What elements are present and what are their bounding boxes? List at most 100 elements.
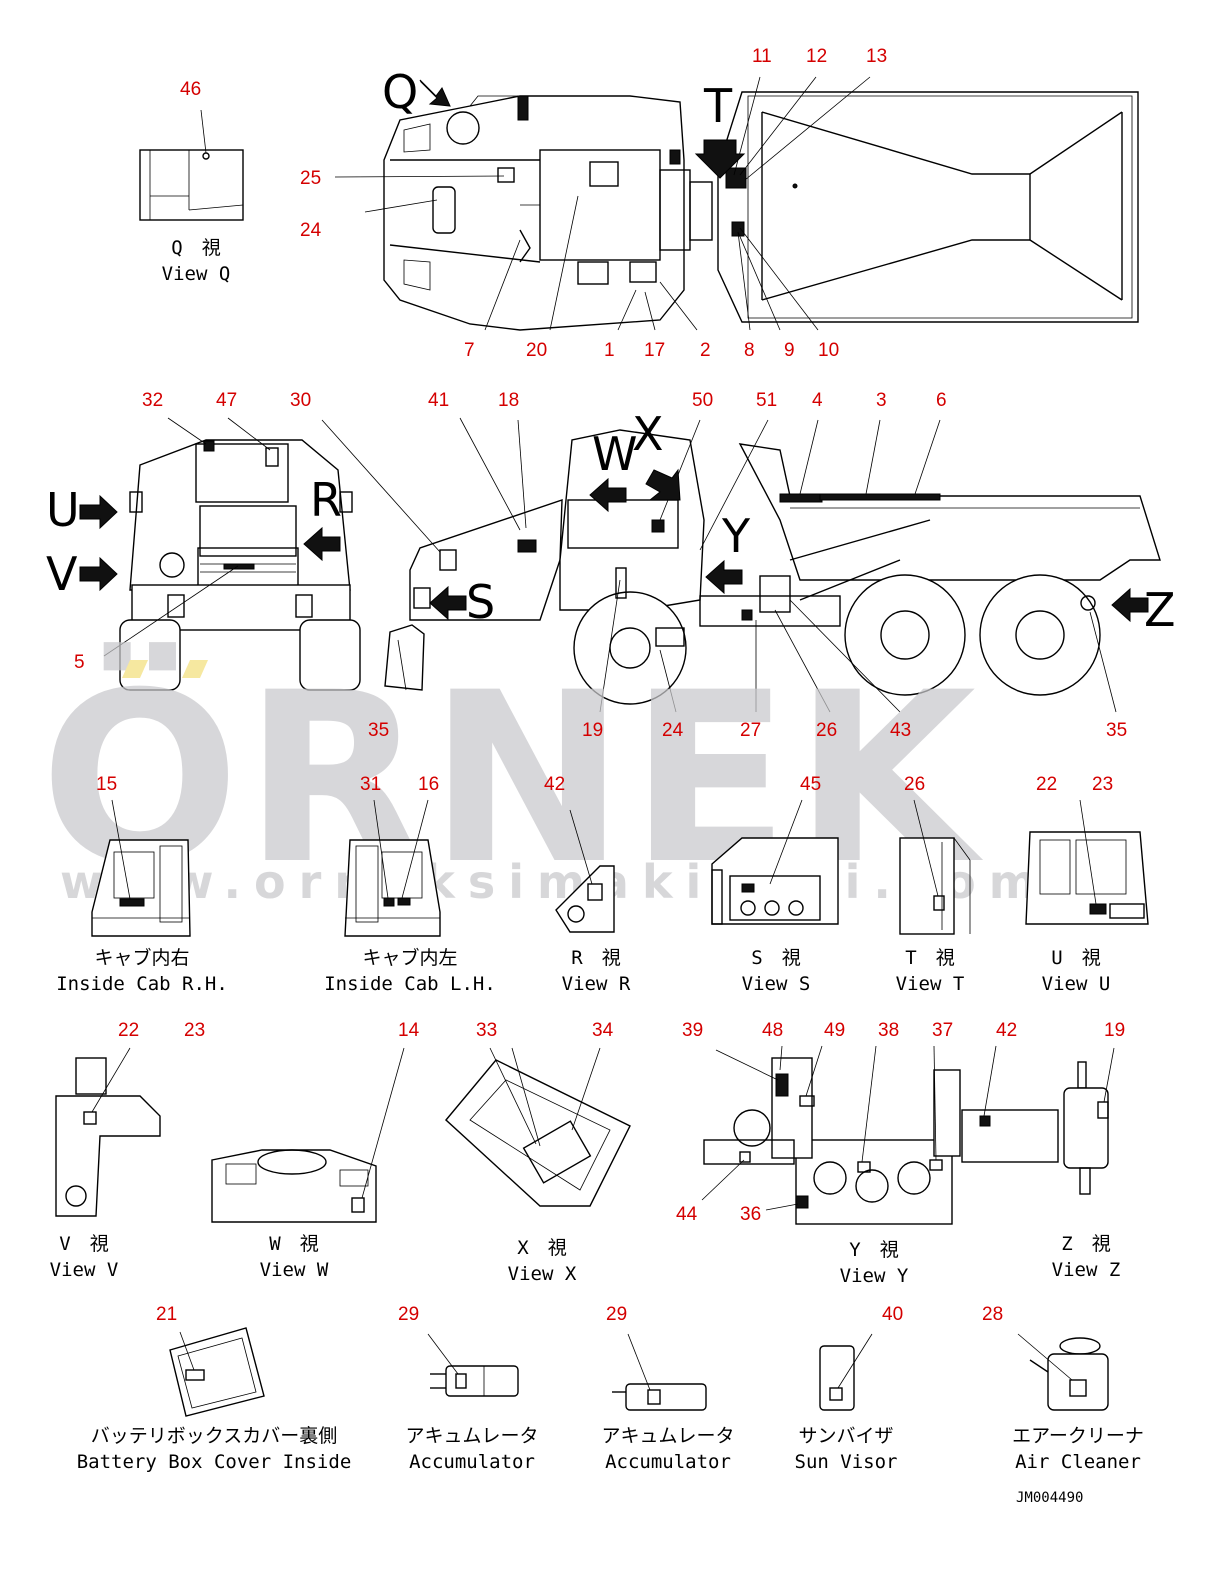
caption-en: View T [896, 973, 965, 995]
callout-number: 35 [1106, 720, 1127, 741]
caption-en: View Y [840, 1265, 909, 1287]
callout-number: 30 [290, 390, 311, 411]
callout-number: 48 [762, 1020, 783, 1041]
callout-number: 35 [368, 720, 389, 741]
view-w-detail [211, 1047, 405, 1223]
view-u-detail [1025, 799, 1149, 925]
view-letter-z: Z [1144, 583, 1176, 637]
callout-number: 31 [360, 774, 381, 795]
view-s-detail [711, 799, 839, 925]
view-x-detail [445, 1047, 631, 1207]
caption-jp: Y 視 [849, 1239, 898, 1261]
callout-number: 14 [398, 1020, 420, 1041]
caption-jp: サンバイザ [798, 1425, 893, 1447]
callout-number: 47 [216, 390, 237, 411]
view-letter-r: R [310, 473, 342, 527]
caption-jp: Z 視 [1061, 1233, 1110, 1255]
inside-cab-lh-detail [344, 799, 441, 937]
caption-en: Air Cleaner [1015, 1451, 1141, 1473]
callout-number: 26 [816, 720, 837, 741]
caption-jp: Q 視 [171, 237, 220, 259]
callout-number: 22 [118, 1020, 139, 1041]
callout-number: 21 [156, 1304, 177, 1325]
callout-number: 26 [904, 774, 925, 795]
callout-number: 13 [866, 46, 887, 67]
callout-number: 38 [878, 1020, 899, 1041]
caption-en: View Z [1052, 1259, 1121, 1281]
caption-en: Inside Cab L.H. [324, 973, 496, 995]
callout-number: 51 [756, 390, 777, 411]
caption-jp: R 視 [571, 947, 620, 969]
callout-number: 46 [180, 79, 201, 100]
caption-en: Accumulator [409, 1451, 535, 1473]
callout-number: 2 [700, 340, 711, 361]
callout-number: 43 [890, 720, 911, 741]
caption-en: View X [508, 1263, 577, 1285]
caption-en: Inside Cab R.H. [56, 973, 228, 995]
callout-number: 22 [1036, 774, 1057, 795]
callout-number: 8 [744, 340, 755, 361]
callout-number: 24 [662, 720, 684, 741]
caption-en: View V [50, 1259, 119, 1281]
callout-number: 42 [996, 1020, 1017, 1041]
view-y-detail [701, 1045, 1059, 1225]
view-r-detail [555, 809, 615, 933]
view-letter-v: V [46, 547, 78, 601]
view-letter-y: Y [721, 509, 751, 563]
captions: Q 視 View Q キャブ内右 Inside Cab R.H. キャブ内左 I… [50, 237, 1144, 1506]
callout-number: 37 [932, 1020, 953, 1041]
caption-en: Accumulator [605, 1451, 731, 1473]
caption-en: View S [742, 973, 811, 995]
callout-number: 20 [526, 340, 547, 361]
view-letter-t: T [703, 79, 733, 133]
caption-jp: W 視 [269, 1233, 318, 1255]
callout-number: 18 [498, 390, 519, 411]
view-letter-s: S [466, 575, 495, 629]
callout-number: 16 [418, 774, 439, 795]
callouts: 46 11 12 13 25 24 7 20 1 17 2 8 9 10 32 … [74, 46, 1127, 1325]
caption-jp: X 視 [517, 1237, 566, 1259]
caption-en: View U [1042, 973, 1111, 995]
callout-number: 10 [818, 340, 839, 361]
caption-en: View R [562, 973, 631, 995]
callout-number: 39 [682, 1020, 703, 1041]
callout-number: 42 [544, 774, 565, 795]
truck-top-view [334, 76, 1139, 331]
view-letter-w: W [592, 427, 637, 481]
callout-number: 11 [752, 46, 772, 67]
caption-en: Sun Visor [795, 1451, 898, 1473]
umlaut-mark [182, 660, 208, 678]
callout-number: 17 [644, 340, 665, 361]
callout-number: 44 [676, 1204, 698, 1225]
callout-number: 19 [582, 720, 603, 741]
drawing-code: JM004490 [1016, 1490, 1083, 1506]
view-q-detail [139, 109, 244, 221]
inside-cab-rh-detail [91, 799, 191, 937]
callout-number: 49 [824, 1020, 845, 1041]
callout-number: 9 [784, 340, 795, 361]
view-letter-q: Q [382, 65, 418, 119]
sun-visor-detail [819, 1333, 873, 1411]
caption-jp: バッテリボックスカバー裏側 [91, 1425, 337, 1447]
caption-jp: キャブ内右 [94, 946, 189, 969]
callout-number: 19 [1104, 1020, 1125, 1041]
callout-number: 3 [876, 390, 887, 411]
caption-jp: アキュムレータ [601, 1425, 734, 1447]
callout-number: 23 [1092, 774, 1113, 795]
callout-number: 12 [806, 46, 827, 67]
caption-jp: T 視 [905, 947, 954, 969]
callout-number: 41 [428, 390, 449, 411]
battery-box-detail [169, 1327, 265, 1417]
callout-number: 29 [398, 1304, 419, 1325]
view-z-detail [1063, 1047, 1115, 1195]
view-letter-u: U [46, 483, 80, 537]
callout-number: 50 [692, 390, 713, 411]
caption-en: View W [260, 1259, 329, 1281]
callout-number: 5 [74, 652, 85, 673]
callout-number: 4 [812, 390, 823, 411]
callout-number: 1 [604, 340, 615, 361]
air-cleaner-detail [1017, 1333, 1109, 1411]
caption-jp: U 視 [1051, 947, 1100, 969]
callout-number: 15 [96, 774, 117, 795]
view-v-detail [55, 1047, 161, 1217]
